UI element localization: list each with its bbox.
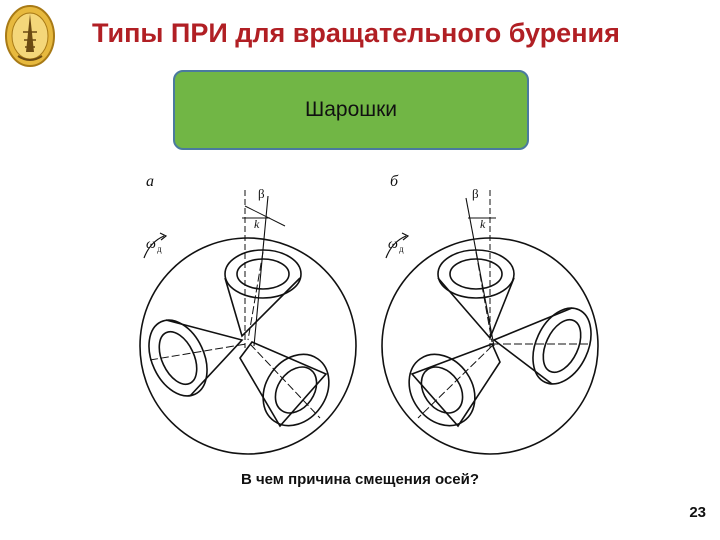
university-logo-icon — [5, 5, 55, 67]
k-label-a: k — [254, 217, 260, 231]
k-label-b: k — [480, 217, 486, 231]
panel-b-letter: б — [390, 173, 399, 190]
category-box: Шарошки — [173, 70, 529, 150]
bit-body-circle-a — [139, 237, 357, 455]
question-text: В чем причина смещения осей? — [240, 471, 480, 488]
category-box-label: Шарошки — [304, 98, 398, 121]
omega-label-a: ω — [146, 237, 156, 252]
omega-sub-b: д — [399, 244, 404, 254]
page-number: 23 — [689, 504, 706, 521]
panel-b: б ω д β k — [381, 173, 599, 455]
roller-cone-bit-diagram: а ω д β k б ω д — [139, 173, 599, 455]
beta-label-b: β — [472, 186, 479, 201]
panel-a: а ω д β k — [139, 173, 357, 455]
beta-label-a: β — [258, 186, 265, 201]
slide-title: Типы ПРИ для вращательного бурения — [92, 18, 620, 48]
omega-label-b: ω — [388, 237, 398, 252]
omega-sub-a: д — [157, 244, 162, 254]
panel-a-letter: а — [146, 173, 154, 190]
